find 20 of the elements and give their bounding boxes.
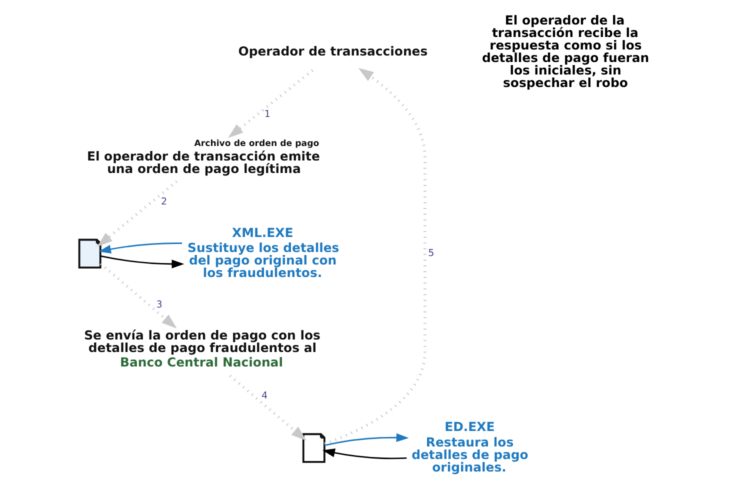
label: El operador de la transacción recibe la respuesta como si los detalles de pago fueran los iniciales, sin sospechar el robo — [482, 12, 650, 90]
edge-label: 4 — [262, 390, 268, 402]
arrow — [324, 68, 426, 446]
node-text: El operador de transacción emite una orden de pago legítima — [86, 148, 320, 176]
arrow — [229, 374, 306, 441]
node-text: Se envía la orden de pago con los detalles de pago fraudulentos al Banco Central Nacional — [84, 328, 320, 370]
arrow — [100, 255, 184, 268]
arrow — [324, 433, 409, 446]
node-text: Operador de transacciones — [238, 43, 428, 58]
edge-label: 3 — [156, 300, 162, 311]
edge-label: 5 — [428, 248, 434, 260]
node-text: ED.EXE Restaura los detalles de pago originales. — [412, 419, 528, 474]
node-label: Archivo de orden de pago — [194, 139, 320, 150]
node-text: XML.EXE Sustituye los detalles del pago original con los fraudulentos. — [188, 224, 340, 280]
edge-label: 2 — [161, 196, 168, 208]
arrow — [322, 448, 407, 460]
arrow — [100, 262, 177, 329]
arrow — [98, 242, 182, 254]
edge-label: 1 — [264, 109, 271, 120]
arrow — [228, 69, 314, 138]
